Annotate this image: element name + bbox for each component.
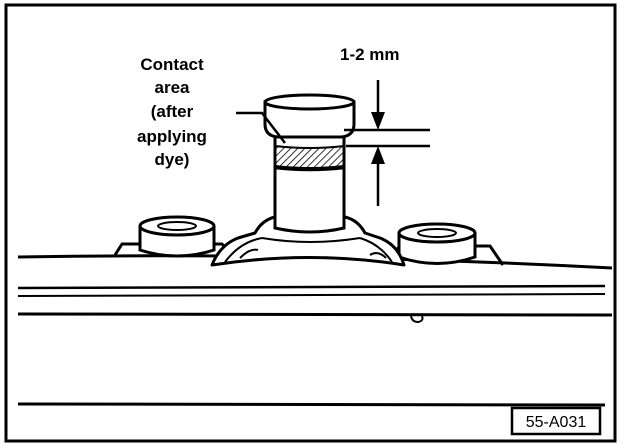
contact-area-line-5: dye) — [155, 150, 190, 169]
base-plate — [17, 254, 613, 407]
dimension-arrow-bottom — [371, 146, 385, 206]
left-nut — [138, 215, 216, 258]
contact-area-line-3: (after — [151, 102, 194, 121]
right-nut — [397, 222, 477, 265]
dimension-label: 1-2 mm — [340, 45, 400, 64]
dimension-extension-lines — [344, 128, 430, 148]
figure-id-box: 55-A031 — [510, 406, 602, 436]
center-boss — [210, 215, 406, 267]
contact-area-line-2: area — [155, 78, 191, 97]
contact-area-line-1: Contact — [140, 55, 204, 74]
figure-border — [4, 3, 617, 443]
figure-id-label: 55-A031 — [526, 414, 587, 431]
contact-area-band — [274, 144, 345, 169]
plate-dimple — [410, 315, 424, 324]
dimension-arrow-top — [371, 80, 385, 130]
pin-cap — [263, 93, 356, 139]
contact-area-label: Contact area (after applying dye) — [137, 55, 207, 169]
contact-area-line-4: applying — [137, 127, 207, 146]
contact-area-leader — [236, 111, 286, 144]
